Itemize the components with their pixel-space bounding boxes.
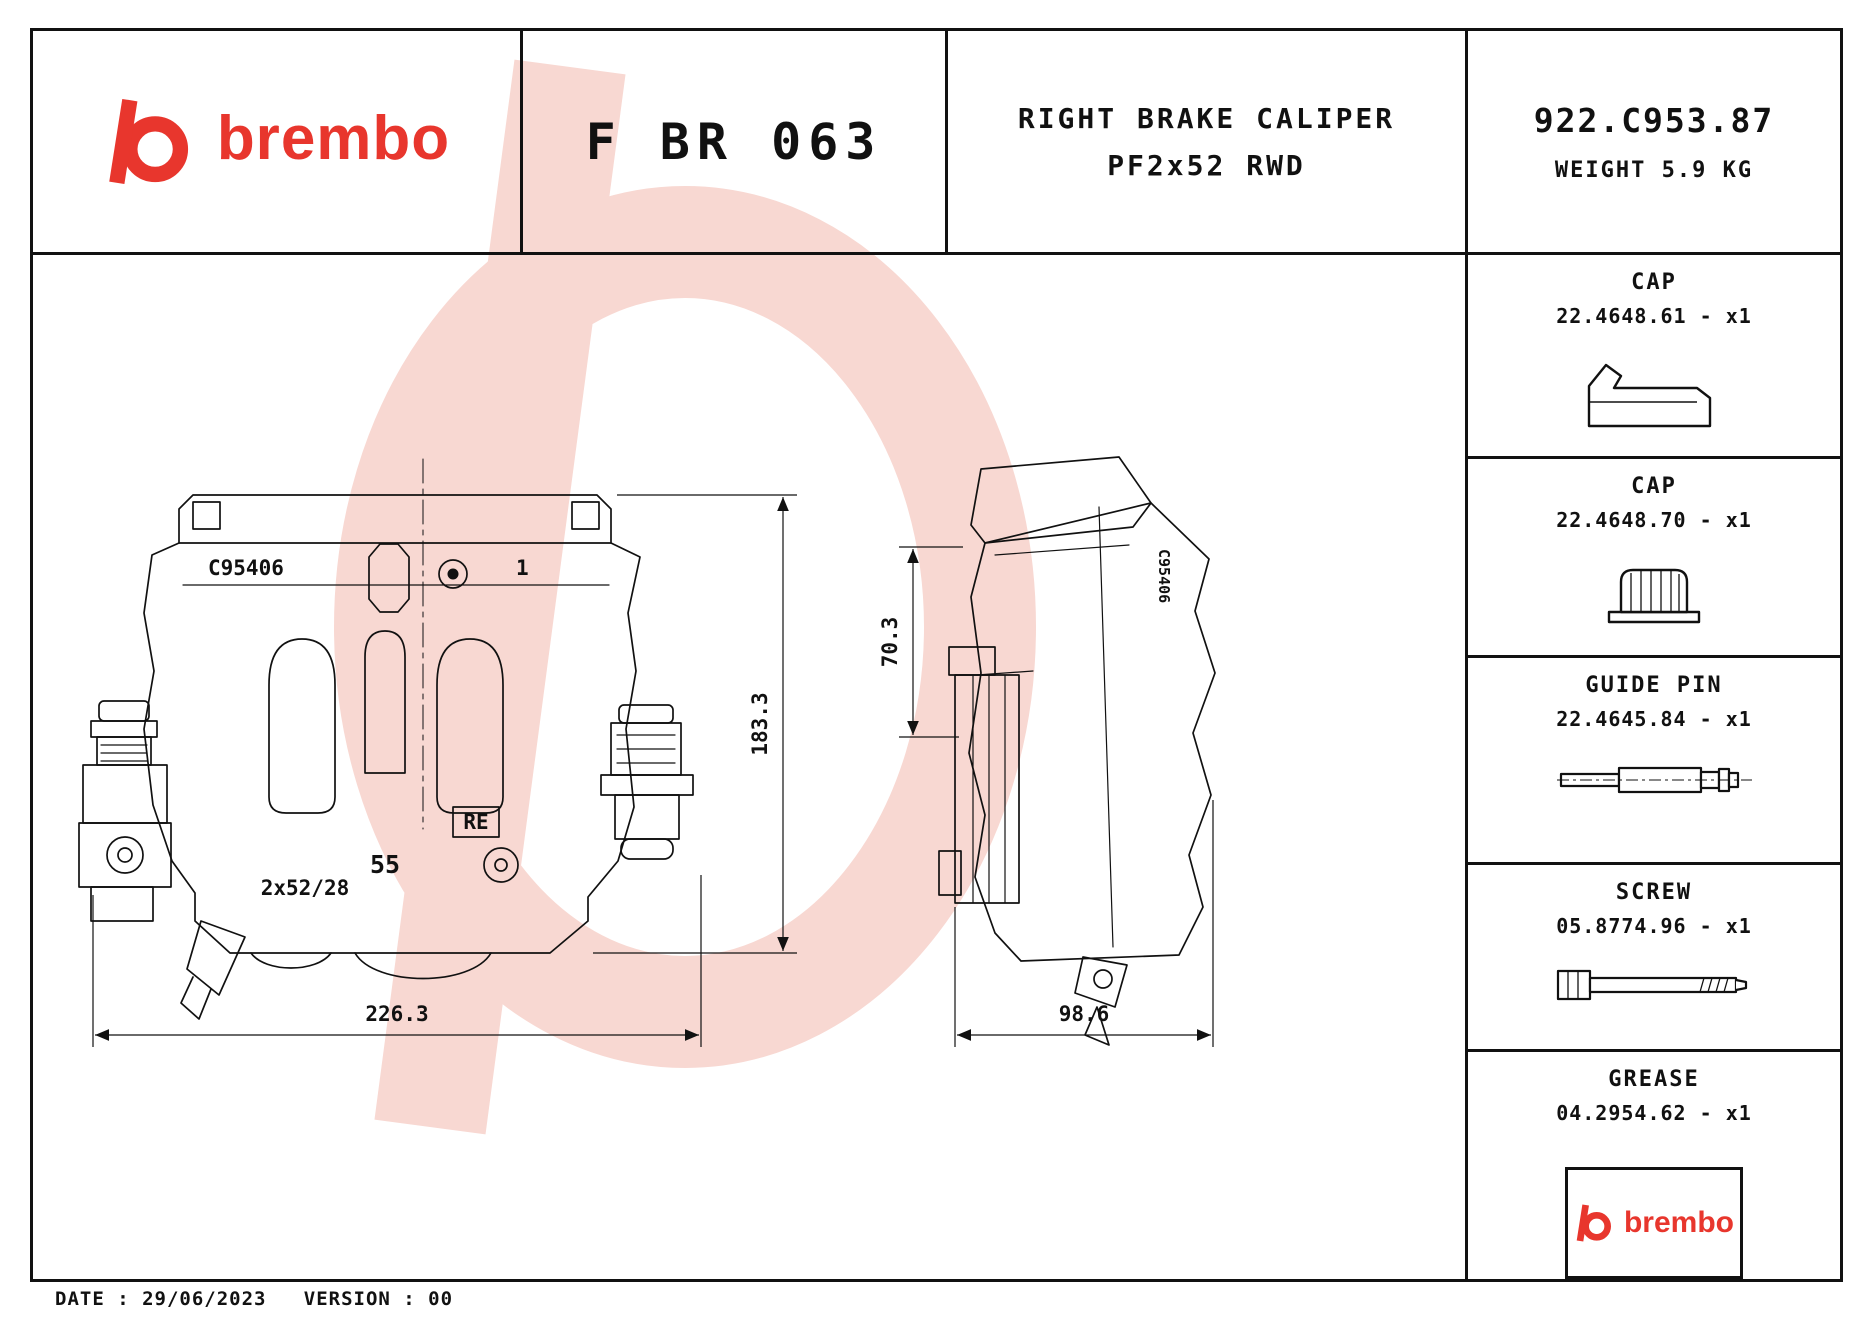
front-dim-height-label: 183.3 xyxy=(748,692,772,755)
sheet-content: C95406 1 RE 55 2x52/28 xyxy=(33,255,1840,1279)
part-name: GUIDE PIN xyxy=(1585,672,1723,698)
side-casting-number: C95406 xyxy=(1155,549,1173,603)
product-title-line1: RIGHT BRAKE CALIPER xyxy=(1017,101,1396,135)
side-dim-depth-label: 70.3 xyxy=(878,617,902,668)
part-name: SCREW xyxy=(1615,879,1693,905)
part-cap-2: CAP 22.4648.70 - x1 xyxy=(1468,459,1840,658)
part-number-cell: 922.C953.87 WEIGHT 5.9 KG xyxy=(1468,31,1840,252)
product-title-line2: PF2x52 RWD xyxy=(1107,148,1306,182)
front-piston-spec: 2x52/28 xyxy=(261,876,350,900)
side-dim-width-label: 98.6 xyxy=(1059,1002,1110,1026)
part-code: 22.4645.84 - x1 xyxy=(1556,706,1752,731)
brand-wordmark: brembo xyxy=(216,104,451,173)
grease-pack-icon: brembo xyxy=(1468,1153,1840,1279)
brand-cell: brembo xyxy=(33,31,523,252)
side-dimensions xyxy=(899,546,1214,1047)
part-name: GREASE xyxy=(1608,1067,1700,1092)
front-view xyxy=(78,458,694,1020)
grease-brand-wordmark: brembo xyxy=(1623,1206,1734,1239)
part-code: 04.2954.62 - x1 xyxy=(1556,1101,1752,1125)
part-name: CAP xyxy=(1631,474,1677,500)
front-dim-55: 55 xyxy=(370,850,400,879)
title-block: brembo F BR 063 RIGHT BRAKE CALIPER PF2x… xyxy=(33,31,1840,255)
front-pad-position: 1 xyxy=(516,556,529,580)
front-re-mark: RE xyxy=(463,810,488,834)
screw-icon xyxy=(1468,966,1840,1004)
part-grease: GREASE 04.2954.62 - x1 brembo xyxy=(1468,1052,1840,1279)
sheet-frame: brembo F BR 063 RIGHT BRAKE CALIPER PF2x… xyxy=(30,28,1843,1282)
brembo-logo-icon xyxy=(1574,1202,1614,1244)
part-code: 05.8774.96 - x1 xyxy=(1556,913,1752,938)
side-view xyxy=(938,456,1216,1046)
part-name: CAP xyxy=(1631,270,1677,295)
front-dim-width-label: 226.3 xyxy=(365,1002,428,1026)
brembo-logo-icon xyxy=(103,94,195,189)
guide-pin-icon xyxy=(1468,759,1840,801)
drawing-area: C95406 1 RE 55 2x52/28 xyxy=(33,255,1465,1279)
catalog-number: 922.C953.87 xyxy=(1533,100,1775,140)
grease-packet: brembo xyxy=(1565,1167,1743,1279)
part-code: 22.4648.70 - x1 xyxy=(1556,508,1752,533)
weight-label: WEIGHT 5.9 KG xyxy=(1554,157,1754,183)
part-guide-pin: GUIDE PIN 22.4645.84 - x1 xyxy=(1468,658,1840,865)
part-screw: SCREW 05.8774.96 - x1 xyxy=(1468,865,1840,1052)
title-cell: RIGHT BRAKE CALIPER PF2x52 RWD xyxy=(948,31,1468,252)
front-casting-number: C95406 xyxy=(208,556,284,580)
front-dimensions xyxy=(92,494,797,1047)
date-version: DATE : 29/06/2023 VERSION : 00 xyxy=(55,1288,454,1310)
cap-angled-icon xyxy=(1468,356,1840,434)
part-code: F BR 063 xyxy=(585,112,883,171)
cap-round-icon xyxy=(1468,560,1840,628)
brembo-watermark xyxy=(334,59,1036,1135)
part-code-cell: F BR 063 xyxy=(523,31,948,252)
part-cap-1: CAP 22.4648.61 - x1 xyxy=(1468,255,1840,460)
technical-drawing: C95406 1 RE 55 2x52/28 xyxy=(78,456,1216,1047)
parts-sidebar: CAP 22.4648.61 - x1 CAP 22.4648.70 - x1 xyxy=(1465,255,1840,1279)
part-code: 22.4648.61 - x1 xyxy=(1556,304,1752,328)
